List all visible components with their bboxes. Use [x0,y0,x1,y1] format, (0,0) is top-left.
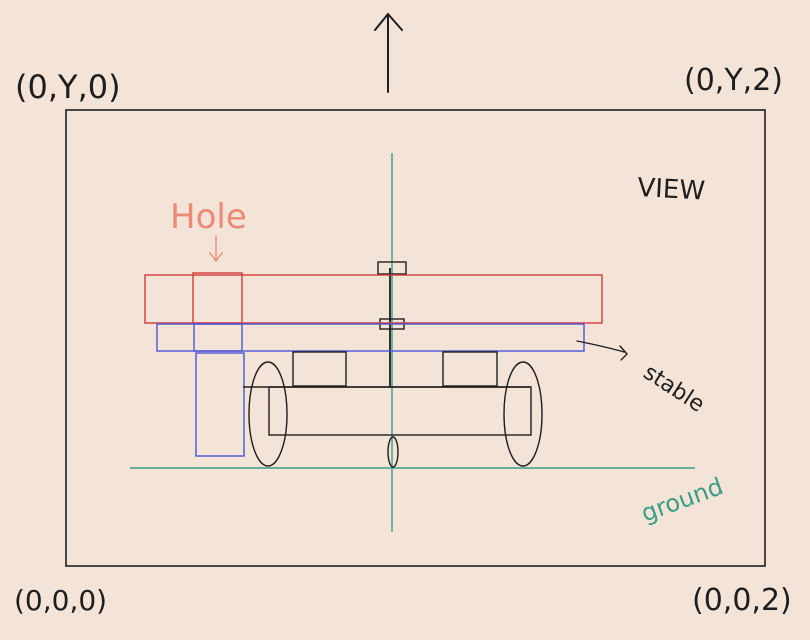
left-block [292,351,347,387]
corner-bottom-left: (0,0,0) [14,584,107,617]
cart-body [268,386,532,436]
ground-label: ground [637,472,726,527]
view-frame [65,109,766,567]
up-arrow-icon [374,12,403,93]
view-label: VIEW [637,173,706,206]
blue-support-post [195,352,245,457]
right-wheel [503,361,543,467]
blue-hole-outline [193,323,243,352]
stable-arrow-icon [576,340,628,361]
left-wheel [248,361,288,467]
stable-label: stable [639,360,709,418]
right-block [442,351,498,387]
corner-top-right: (0,Y,2) [684,63,783,98]
hole-arrow-icon [209,235,223,263]
center-wheel [387,436,399,468]
red-board [144,274,603,324]
blue-board [156,323,585,352]
hole-outline [192,272,243,324]
top-bracket [377,261,407,275]
cart [243,351,543,468]
hole-label: Hole [170,197,247,237]
corner-top-left: (0,Y,0) [15,68,121,106]
corner-bottom-right: (0,0,2) [692,583,792,618]
